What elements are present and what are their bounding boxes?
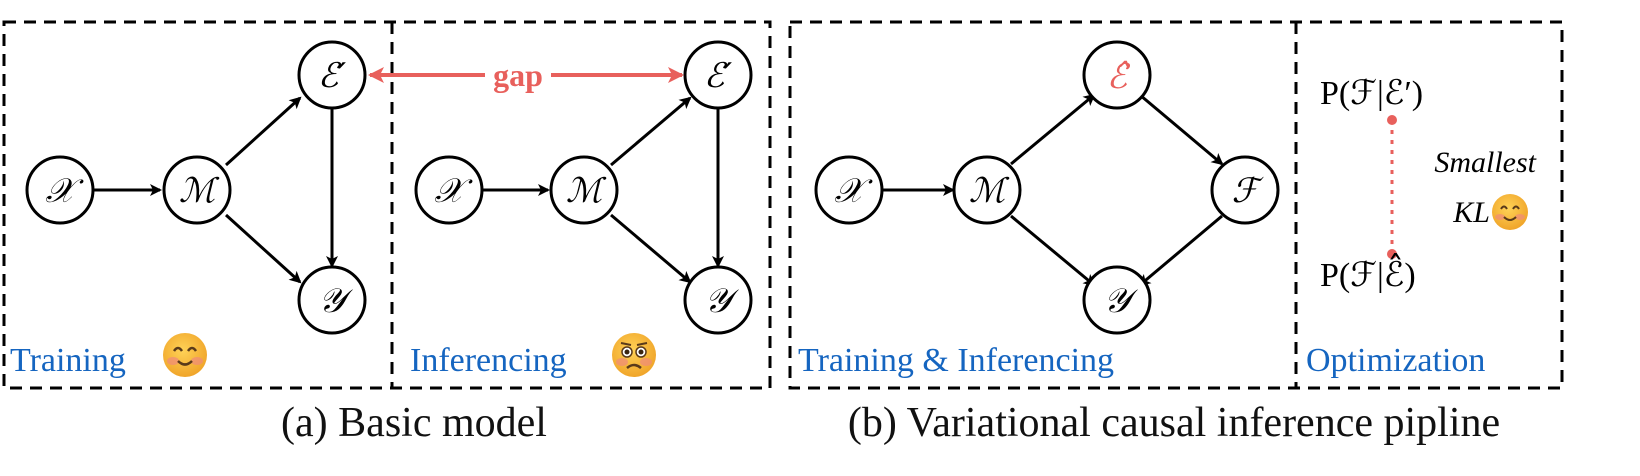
node-e-prime: ℰ′	[297, 40, 367, 110]
edge-m-y	[224, 213, 302, 284]
svg-text:ℳ: ℳ	[179, 171, 220, 211]
caption-b: (b) Variational causal inference pipline	[848, 400, 1500, 446]
smiling-face-icon	[163, 333, 207, 377]
node-y-b: 𝒴	[1082, 265, 1152, 335]
node-f: ℱ	[1210, 155, 1280, 225]
smallest-label: Smallest	[1434, 146, 1536, 179]
edge-m-eprime-inf	[610, 96, 692, 167]
training-inferencing-label: Training & Inferencing	[798, 342, 1114, 379]
kl-link-bottom-dot	[1387, 249, 1397, 259]
kl-label: KL	[1452, 196, 1490, 229]
svg-text:ℳ: ℳ	[969, 171, 1010, 211]
node-x: 𝒳	[25, 155, 95, 225]
caption-a: (a) Basic model	[281, 400, 547, 446]
node-x-inf: 𝒳	[414, 155, 484, 225]
smiling-face-icon	[1492, 194, 1528, 230]
inferencing-label: Inferencing	[410, 342, 567, 379]
kl-link-top-dot	[1387, 115, 1397, 125]
edge-m-y-inf	[610, 213, 692, 284]
svg-text:ℰ̂: ℰ̂	[1107, 57, 1131, 97]
prob-top: P(ℱ|ℰ′)	[1320, 75, 1423, 112]
edge-m-ehat	[1010, 93, 1096, 166]
training-label: Training	[10, 342, 126, 379]
svg-text:ℳ: ℳ	[566, 171, 607, 211]
gap-label: gap	[493, 57, 543, 93]
node-y: 𝒴	[297, 265, 367, 335]
node-m-b: ℳ	[952, 155, 1022, 225]
gap-label-bg	[485, 56, 551, 92]
node-x-b: 𝒳	[814, 155, 884, 225]
worried-face-icon	[612, 333, 656, 377]
panel-a-box	[2, 20, 772, 390]
edge-ehat-f	[1139, 93, 1224, 166]
node-e-hat: ℰ̂	[1082, 40, 1152, 110]
edge-m-eprime	[224, 96, 302, 167]
node-e-prime-inf: ℰ′	[683, 40, 753, 110]
node-m: ℳ	[162, 155, 232, 225]
svg-text:ℰ′: ℰ′	[704, 56, 733, 96]
prob-bottom: P(ℱ|ℰ̂)	[1320, 253, 1416, 294]
panel-b-box	[788, 20, 1564, 390]
optimization-label: Optimization	[1306, 342, 1485, 379]
svg-text:ℰ′: ℰ′	[318, 56, 347, 96]
node-y-inf: 𝒴	[683, 265, 753, 335]
edge-m-y-b	[1010, 214, 1096, 287]
edge-f-y	[1138, 214, 1223, 287]
node-m-inf: ℳ	[549, 155, 619, 225]
